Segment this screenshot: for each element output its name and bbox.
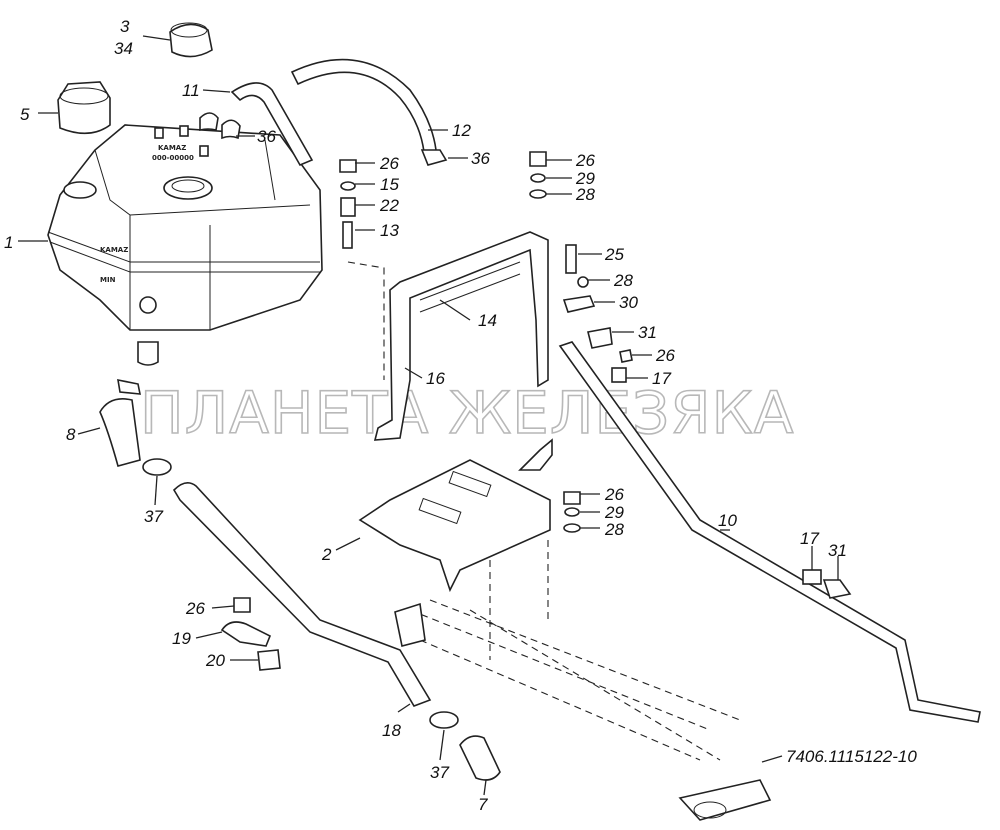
expansion-tank: KAMAZ 000-00000 KAMAZ MIN <box>47 124 323 366</box>
label-5: 5 <box>20 105 30 124</box>
label-10: 10 <box>718 511 737 530</box>
label-26b: 26 <box>575 151 595 170</box>
clip-17 <box>802 569 822 585</box>
label-26c: 26 <box>655 346 675 365</box>
hose-18 <box>172 482 432 707</box>
tank-brand-side: KAMAZ <box>100 246 128 254</box>
label-26a: 26 <box>379 154 399 173</box>
leader-lines <box>18 35 839 796</box>
frame-crossmember <box>394 540 772 821</box>
clamp-36-left <box>199 112 219 132</box>
label-28c: 28 <box>604 520 624 539</box>
label-19: 19 <box>172 629 191 648</box>
filler-cap <box>169 22 213 58</box>
label-22: 22 <box>379 196 399 215</box>
label-12: 12 <box>452 121 471 140</box>
label-28a: 28 <box>575 185 595 204</box>
clamp-36-right <box>420 149 448 166</box>
clamp-37-upper <box>142 458 172 476</box>
label-15: 15 <box>380 175 399 194</box>
tank-brand-top: KAMAZ <box>158 144 186 152</box>
label-29b: 29 <box>604 503 624 522</box>
tank-part-number: 000-00000 <box>152 154 194 162</box>
label-31b: 31 <box>828 541 847 560</box>
label-7: 7 <box>478 795 488 814</box>
tank-min-mark: MIN <box>100 276 116 284</box>
bracket-14 <box>373 231 549 441</box>
label-2: 2 <box>321 545 332 564</box>
label-17a: 17 <box>652 369 671 388</box>
label-26e: 26 <box>185 599 205 618</box>
nut-26-left <box>233 597 251 613</box>
label-3: 3 <box>120 17 130 36</box>
hardware-stack-lower <box>563 491 581 533</box>
label-pipe-number: 7406.1115122-10 <box>786 747 917 766</box>
label-25: 25 <box>604 245 624 264</box>
label-34: 34 <box>114 39 133 58</box>
label-1: 1 <box>4 233 13 252</box>
hardware-stack-center <box>339 159 385 380</box>
clamp-19 <box>220 621 272 647</box>
hose-8 <box>99 398 141 467</box>
callout-labels: 3 34 5 1 11 36 12 36 26 15 22 13 26 29 2… <box>4 17 917 814</box>
pipe-10 <box>558 341 981 723</box>
label-36b: 36 <box>471 149 490 168</box>
label-36a: 36 <box>257 127 276 146</box>
label-37a: 37 <box>144 507 163 526</box>
clamp-36-mid <box>221 119 241 140</box>
label-29a: 29 <box>575 169 595 188</box>
label-28b: 28 <box>613 271 633 290</box>
label-13: 13 <box>380 221 399 240</box>
label-17b: 17 <box>800 529 819 548</box>
label-8: 8 <box>66 425 76 444</box>
hose-clamp-8-top <box>117 378 141 395</box>
label-11: 11 <box>182 81 200 100</box>
support-plate-2 <box>358 459 551 593</box>
label-14: 14 <box>478 311 497 330</box>
hose-11 <box>230 82 314 167</box>
clamp-37-lower <box>429 711 459 729</box>
label-26d: 26 <box>604 485 624 504</box>
label-31a: 31 <box>638 323 657 342</box>
label-37b: 37 <box>430 763 449 782</box>
label-20: 20 <box>205 651 225 670</box>
hose-12 <box>290 58 437 153</box>
label-30: 30 <box>619 293 638 312</box>
sleeve-20 <box>257 649 281 671</box>
label-16: 16 <box>426 369 445 388</box>
sleeve-7 <box>459 735 501 781</box>
steam-valve-cap <box>57 81 111 135</box>
watermark: ПЛАНЕТА ЖЕЛЕЗЯКА <box>140 379 794 447</box>
clip-31 <box>822 579 852 599</box>
hardware-stack-right <box>529 151 633 383</box>
label-18: 18 <box>382 721 401 740</box>
